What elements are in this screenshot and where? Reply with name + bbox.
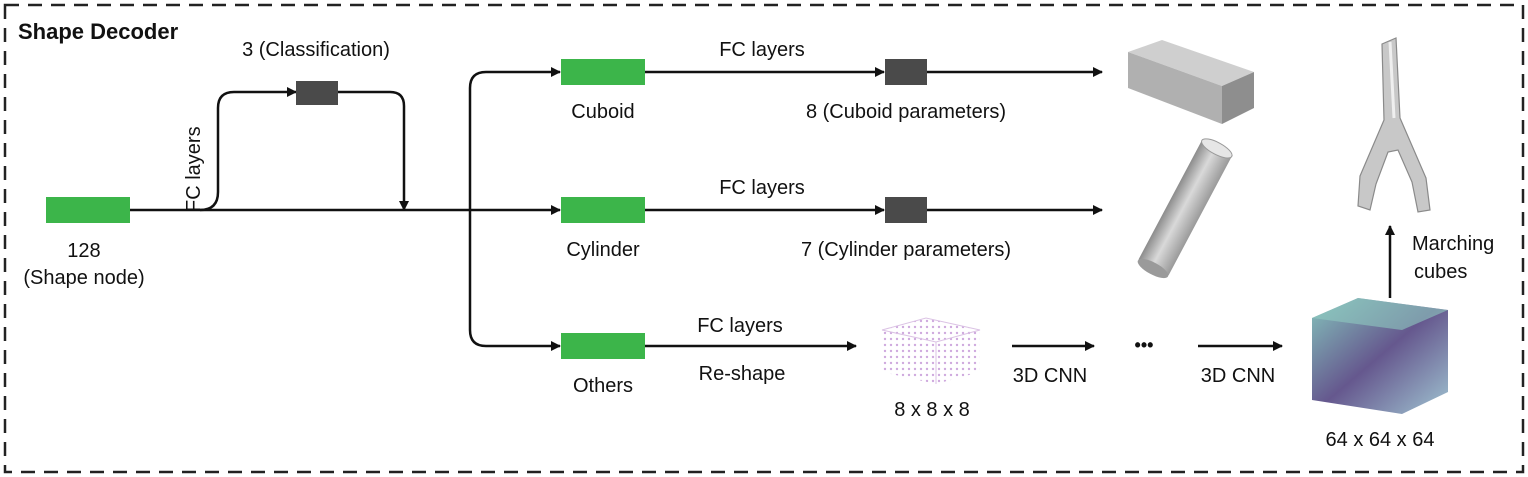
cylinder-node-label: Cylinder <box>566 239 640 261</box>
shape-node-box <box>46 197 130 223</box>
cuboid-param-box <box>885 59 927 85</box>
others-edge-label-bottom: Re-shape <box>698 363 786 385</box>
cuboid-edge-label: FC layers <box>719 39 805 61</box>
volume-small-label: 8 x 8 x 8 <box>894 399 970 421</box>
classification-arrow-out <box>338 90 409 211</box>
shape-node-size: 128 <box>67 240 101 262</box>
diagram-title: Shape Decoder <box>18 19 179 44</box>
shape-node-name: (Shape node) <box>23 267 145 289</box>
volume-large-label: 64 x 64 x 64 <box>1325 429 1435 451</box>
dashed-frame <box>3 3 1525 474</box>
others-edge-label-top: FC layers <box>697 315 783 337</box>
marching-cubes-label-line2: cubes <box>1414 261 1468 283</box>
input-edge-label: FC layers <box>183 126 205 212</box>
cylinder-param-box <box>885 197 927 223</box>
cuboid-node-box <box>561 59 645 85</box>
branch-cuboid-arrow <box>468 67 561 210</box>
classification-box <box>296 81 338 105</box>
branch-others-arrow <box>468 210 561 351</box>
cnn-label-2: 3D CNN <box>1200 365 1276 387</box>
classification-label: 3 (Classification) <box>242 39 390 61</box>
cnn-label-1: 3D CNN <box>1012 365 1088 387</box>
others-node-label: Others <box>572 375 634 397</box>
voxel-grid-small <box>881 317 981 384</box>
others-node-box <box>561 333 645 359</box>
cuboid-node-label: Cuboid <box>571 101 635 123</box>
ellipsis: ••• <box>1134 335 1154 355</box>
cuboid-output-label: 8 (Cuboid parameters) <box>805 101 1007 123</box>
cylinder-edge-label: FC layers <box>719 177 805 199</box>
fork-shape <box>1357 37 1431 213</box>
cylinder-node-box <box>561 197 645 223</box>
classification-arrow-in <box>199 87 297 212</box>
shape-node-label: 128 (Shape node) <box>23 238 144 292</box>
cuboid-shape <box>1128 40 1254 124</box>
cylinder-output-label: 7 (Cylinder parameters) <box>800 239 1012 261</box>
marching-cubes-label-line1: Marching <box>1412 233 1495 255</box>
voxel-volume-large <box>1312 298 1448 414</box>
cylinder-shape <box>1137 138 1233 279</box>
